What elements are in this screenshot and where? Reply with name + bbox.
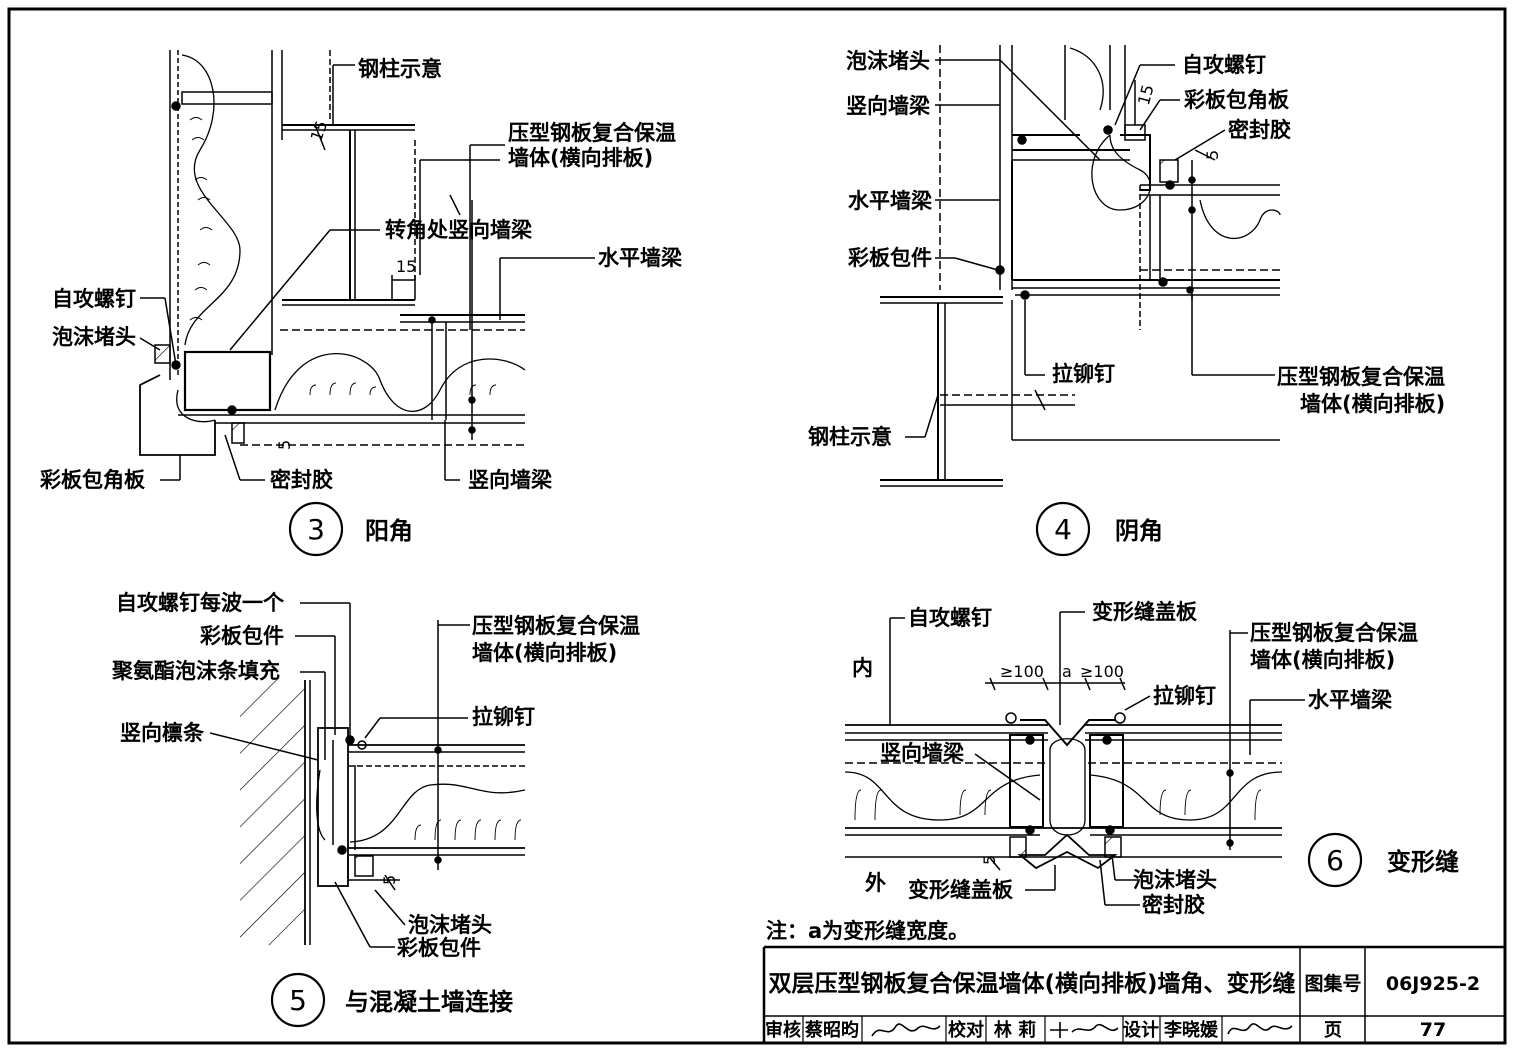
dim-ge100-a: ≥100 <box>1000 662 1044 681</box>
designer-name: 李晓媛 <box>1163 1019 1219 1041</box>
label-cover-bottom: 变形缝盖板 <box>908 878 1014 902</box>
label-rivet-5: 拉铆钉 <box>472 705 535 729</box>
label-vertical-beam-4: 竖向墙梁 <box>846 94 931 118</box>
label-sealant-4: 密封胶 <box>1228 118 1291 142</box>
label-outer: 外 <box>865 871 886 895</box>
dim-15-4: 15 <box>1134 83 1158 108</box>
atlas-number: 06J925-2 <box>1386 973 1480 995</box>
label-rivet-4: 拉铆钉 <box>1052 362 1115 386</box>
detail-4-title: 阴角 <box>1115 517 1163 545</box>
detail-3-drawing <box>139 50 595 481</box>
designer-signature <box>1227 1023 1293 1035</box>
title-block-text: 双层压型钢板复合保温墙体(横向排板)墙角、变形缝 图集号 06J925-2 审核… <box>765 970 1480 1041</box>
dim-5-5: 5 <box>380 875 399 885</box>
label-wall-line2-5: 墙体(横向排板) <box>472 641 617 665</box>
label-foam-plug: 泡沫堵头 <box>52 325 136 349</box>
detail-4-callout: 4 阴角 <box>1035 501 1163 557</box>
reviewer-name: 蔡昭昀 <box>804 1019 859 1041</box>
detail-5-callout: 5 与混凝土墙连接 <box>270 972 513 1028</box>
label-steel-column: 钢柱示意 <box>358 57 442 81</box>
detail-5-title: 与混凝土墙连接 <box>345 988 513 1016</box>
label-corner-vertical-beam: 转角处竖向墙梁 <box>385 218 533 242</box>
label-wall-line2-6: 墙体(横向排板) <box>1250 648 1395 672</box>
label-self-tapping-screw-6: 自攻螺钉 <box>908 606 992 630</box>
detail-5-number: 5 <box>289 984 307 1017</box>
review-label: 审核 <box>765 1019 801 1041</box>
dim-5-4: 5 <box>1203 150 1222 160</box>
label-horizontal-beam: 水平墙梁 <box>598 246 683 270</box>
detail-4-number: 4 <box>1054 513 1072 546</box>
label-corner-panel-4: 彩板包角板 <box>1183 88 1290 112</box>
label-vertical-beam-6: 竖向墙梁 <box>880 741 965 765</box>
label-rivet-6: 拉铆钉 <box>1153 684 1216 708</box>
label-wall-line2: 墙体(横向排板) <box>508 146 653 170</box>
label-foam-plug-5: 泡沫堵头 <box>408 913 492 937</box>
dim-a: a <box>1062 662 1072 681</box>
label-vertical-purlin: 竖向檩条 <box>120 721 205 745</box>
reviewer-signature <box>871 1023 941 1037</box>
checker-name: 林 莉 <box>994 1019 1036 1041</box>
detail-3-title: 阳角 <box>365 517 413 545</box>
label-vertical-beam: 竖向墙梁 <box>468 468 553 492</box>
label-foam-plug-4: 泡沫堵头 <box>846 49 930 73</box>
detail-4-labels: 泡沫堵头 自攻螺钉 竖向墙梁 彩板包角板 密封胶 水平墙梁 彩板包件 拉铆钉 压… <box>808 49 1445 449</box>
dim-15-b: 15 <box>307 118 332 144</box>
label-flashing-5: 彩板包件 <box>199 624 284 648</box>
check-label: 校对 <box>948 1019 984 1041</box>
detail-3-callout: 3 阳角 <box>288 501 413 557</box>
drawing-title: 双层压型钢板复合保温墙体(横向排板)墙角、变形缝 <box>768 970 1295 997</box>
label-wall-line2-4: 墙体(横向排板) <box>1300 392 1445 416</box>
dim-ge100-b: ≥100 <box>1080 662 1124 681</box>
note-text: 注：a为变形缝宽度。 <box>766 919 969 943</box>
label-wall-line1: 压型钢板复合保温 <box>508 121 676 145</box>
label-cover-top: 变形缝盖板 <box>1092 600 1198 624</box>
design-label: 设计 <box>1123 1019 1159 1041</box>
checker-signature <box>1050 1022 1119 1038</box>
label-horizontal-beam-4: 水平墙梁 <box>848 189 933 213</box>
label-steel-column-4: 钢柱示意 <box>808 425 892 449</box>
detail-3-number: 3 <box>307 513 325 546</box>
detail-6-drawing <box>844 611 1305 906</box>
label-flashing2-5: 彩板包件 <box>396 936 481 960</box>
detail-4-drawing <box>880 45 1281 487</box>
page-number: 77 <box>1420 1019 1446 1041</box>
label-self-tapping-screw: 自攻螺钉 <box>52 287 136 311</box>
label-wall-line1-5: 压型钢板复合保温 <box>472 614 640 638</box>
label-screw-per-wave: 自攻螺钉每波一个 <box>116 591 285 615</box>
detail-6-title: 变形缝 <box>1387 848 1459 876</box>
label-horizontal-beam-6: 水平墙梁 <box>1308 688 1393 712</box>
label-sealant-6: 密封胶 <box>1142 893 1205 917</box>
sheet-border <box>7 7 1507 1045</box>
label-corner-panel: 彩板包角板 <box>39 468 146 492</box>
page-label: 页 <box>1324 1020 1342 1041</box>
label-wall-line1-6: 压型钢板复合保温 <box>1250 621 1418 645</box>
detail-6-number: 6 <box>1326 844 1344 877</box>
detail-6-labels: 内 外 自攻螺钉 变形缝盖板 压型钢板复合保温 墙体(横向排板) 拉铆钉 水平墙… <box>852 600 1418 917</box>
label-inner: 内 <box>852 656 873 680</box>
label-foam-plug-6: 泡沫堵头 <box>1133 868 1217 892</box>
label-pu-foam: 聚氨酯泡沫条填充 <box>111 659 280 683</box>
label-sealant: 密封胶 <box>270 468 333 492</box>
dim-5: 5 <box>275 440 294 450</box>
label-self-tapping-screw-4: 自攻螺钉 <box>1182 53 1266 77</box>
dim-15-a: 15 <box>396 257 416 276</box>
detail-6-callout: 6 变形缝 <box>1307 832 1459 888</box>
label-wall-line1-4: 压型钢板复合保温 <box>1277 365 1445 389</box>
title-block <box>762 945 1505 1043</box>
detail-5-labels: 自攻螺钉每波一个 彩板包件 聚氨酯泡沫条填充 竖向檩条 压型钢板复合保温 墙体(… <box>111 591 640 960</box>
detail-5-drawing <box>209 602 526 948</box>
detail-3-labels: 钢柱示意 压型钢板复合保温 墙体(横向排板) 转角处竖向墙梁 水平墙梁 自攻螺钉… <box>39 57 683 492</box>
label-flashing-4: 彩板包件 <box>847 246 932 270</box>
atlas-label: 图集号 <box>1304 972 1361 995</box>
dim-5-6: 5 <box>980 855 999 865</box>
